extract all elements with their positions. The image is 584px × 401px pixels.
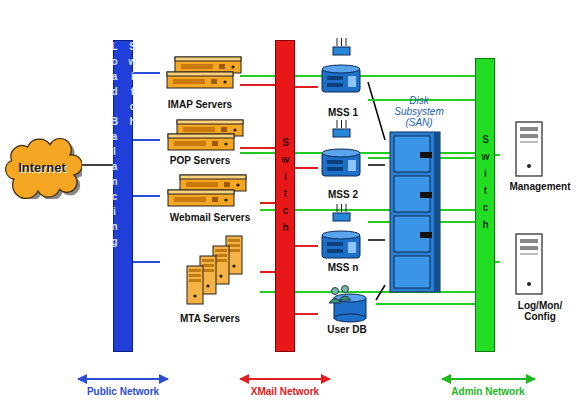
node-label: Webmail Servers <box>170 212 250 223</box>
imap-server-icon <box>167 57 241 88</box>
server-group: POP Servers <box>160 118 240 166</box>
mss-icon <box>322 38 360 92</box>
network-link <box>133 195 160 197</box>
network-link <box>295 86 318 88</box>
internet-cloud: Internet <box>2 135 82 199</box>
server-group: Webmail Servers <box>160 173 260 223</box>
node-label: User DB <box>327 324 366 335</box>
node-label: IMAP Servers <box>168 99 232 110</box>
network-label: XMail Network <box>235 386 335 397</box>
server-group: IMAP Servers <box>160 55 240 110</box>
network-link <box>368 164 385 166</box>
network-link <box>495 261 500 263</box>
load-balancing-switch: Load Balancing Switch <box>113 40 133 352</box>
network-link <box>376 303 475 305</box>
log-server-icon <box>516 234 542 294</box>
management-server-icon <box>516 122 542 176</box>
pop-server-icon <box>168 120 243 150</box>
network-link <box>368 82 385 140</box>
network-link <box>495 154 500 156</box>
mss-node: MSS 1 <box>318 36 368 118</box>
admin-switch: Switch <box>475 58 495 352</box>
switch-label: Switch <box>276 137 294 239</box>
network-arrow <box>240 378 330 380</box>
cloud-shape <box>6 139 82 199</box>
mss-node: MSS n <box>318 202 368 273</box>
mss-icon <box>322 120 360 176</box>
network-link <box>295 167 318 169</box>
network-label: Public Network <box>73 386 173 397</box>
network-link <box>368 239 385 241</box>
mss-node: MSS 2 <box>318 118 368 200</box>
node-label: MTA Servers <box>180 313 240 324</box>
network-arrow <box>78 378 168 380</box>
network-link <box>260 271 275 273</box>
switch-label: Switch <box>476 134 494 236</box>
webmail-server-icon <box>168 175 246 206</box>
network-arrow <box>442 378 535 380</box>
node-label: MSS 2 <box>328 189 358 200</box>
network-link <box>133 139 160 141</box>
user-db: User DB <box>318 285 376 335</box>
node-label: POP Servers <box>170 155 230 166</box>
network-link <box>82 164 113 166</box>
management-server: Management <box>500 118 580 192</box>
network-link <box>376 285 385 300</box>
mss-icon <box>322 204 360 258</box>
user-db-icon <box>329 286 366 323</box>
node-label: MSS 1 <box>328 107 358 118</box>
mta-server-icon <box>187 236 242 304</box>
log-server: Log/Mon/ Config <box>500 230 580 322</box>
network-link <box>295 313 318 315</box>
network-link <box>240 84 275 86</box>
cloud-label: Internet <box>18 160 66 175</box>
disk-tower-icon <box>390 132 440 292</box>
network-link <box>260 202 275 204</box>
node-label: Management <box>509 181 570 192</box>
switch-label: Load Balancing Switch <box>105 41 141 351</box>
network-label: Admin Network <box>438 386 538 397</box>
network-link <box>133 261 160 263</box>
server-group: MTA Servers <box>160 232 260 324</box>
network-link <box>295 245 318 247</box>
node-label: Log/Mon/ Config <box>514 300 566 322</box>
disk-subsystem: Disk Subsystem (SAN) <box>385 95 445 295</box>
node-label: MSS n <box>328 262 359 273</box>
xmail-switch: Switch <box>275 40 295 352</box>
disk-label: Disk Subsystem (SAN) <box>394 95 444 128</box>
network-link <box>240 147 275 149</box>
